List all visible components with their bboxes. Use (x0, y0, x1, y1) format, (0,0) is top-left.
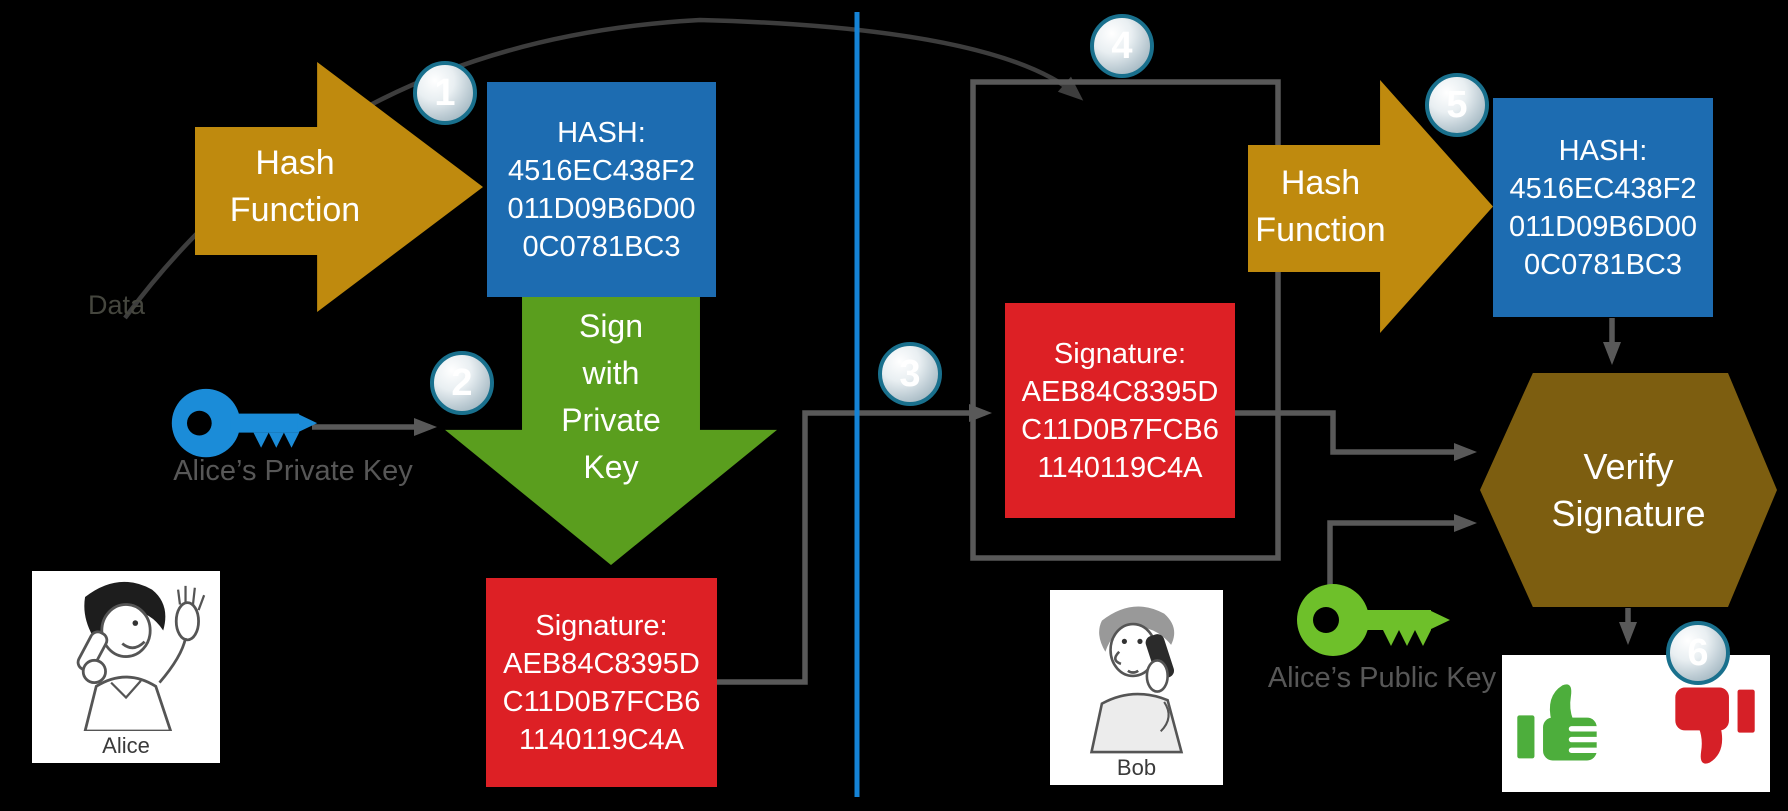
hash-function-arrow-right-line2: Function (1255, 210, 1386, 249)
signature-box-right-value-line: AEB84C8395D (1021, 375, 1219, 408)
sign-arrow-line3: Private (561, 402, 661, 438)
step-badge-5: 5 (1425, 73, 1489, 137)
data-label: Data (88, 290, 146, 320)
public-key-to-verify-arrow (1327, 514, 1477, 596)
hash-function-arrow-right-line1: Hash (1280, 163, 1361, 202)
verification-result-image (1502, 655, 1770, 792)
thumbs-down-icon (1675, 687, 1755, 764)
signature-box-right: Signature: AEB84C8395D C11D0B7FCB6 11401… (1005, 303, 1235, 518)
alice-private-key-icon (171, 388, 318, 458)
hash-box-right-value-line: 4516EC438F2 (1509, 172, 1697, 205)
signature-box-left-value-line: C11D0B7FCB6 (502, 685, 701, 718)
hash-box-right-value-line: 011D09B6D00 (1508, 210, 1698, 243)
verify-hexagon-line2: Signature (1551, 493, 1706, 534)
signature-box-right-title: Signature: (1053, 337, 1187, 370)
hash-function-arrow-left-line1: Hash (255, 144, 335, 182)
signature-box-left: Signature: AEB84C8395D C11D0B7FCB6 11401… (486, 578, 717, 787)
bob-avatar-label: Bob (1116, 755, 1157, 780)
sign-arrow-line1: Sign (578, 308, 644, 344)
signature-box-right-value-line: 1140119C4A (1037, 451, 1203, 484)
hash-box-left-value-line: 4516EC438F2 (507, 154, 696, 187)
step-badge-2: 2 (430, 351, 494, 415)
alice-private-key-label: Alice’s Private Key (173, 455, 413, 487)
step-badge-4: 4 (1090, 14, 1154, 78)
signature-box-left-value-line: 1140119C4A (518, 723, 684, 756)
thumbs-up-icon (1517, 683, 1599, 760)
step-badge-3: 3 (878, 342, 942, 406)
hash-box-left-value-line: 011D09B6D00 (507, 192, 696, 225)
signature-box-left-value-line: AEB84C8395D (503, 647, 700, 680)
signature-transfer-arrow (717, 404, 992, 685)
sign-arrow-line4: Key (583, 449, 639, 485)
hash-box-right: HASH: 4516EC438F2 011D09B6D00 0C0781BC3 (1493, 98, 1713, 317)
hash-box-right-title: HASH: (1558, 134, 1648, 167)
hash-function-arrow-left-line2: Function (229, 191, 361, 229)
bob-avatar: Bob (1050, 590, 1223, 785)
step-badge-1: 1 (413, 61, 477, 125)
verify-hexagon-line1: Verify (1583, 446, 1674, 487)
hash-box-left: HASH: 4516EC438F2 011D09B6D00 0C0781BC3 (487, 82, 716, 297)
hash-box-right-value-line: 0C0781BC3 (1524, 248, 1682, 281)
sign-arrow-line2: with (582, 355, 640, 391)
alice-public-key-label: Alice’s Public Key (1267, 662, 1497, 694)
hash-box-left-title: HASH: (557, 116, 646, 149)
step-badge-6: 6 (1666, 621, 1730, 685)
person-on-phone-sketch (1089, 606, 1184, 754)
verify-signature-hexagon: Verify Signature (1480, 373, 1777, 607)
person-on-phone-sketch (76, 581, 206, 733)
alice-avatar-label: Alice (102, 733, 150, 758)
signature-to-verify-arrow (1235, 410, 1477, 461)
signature-box-right-value-line: C11D0B7FCB6 (1021, 413, 1219, 446)
sign-with-private-key-text: Sign with Private Key (445, 303, 777, 491)
hash-box-left-value-line: 0C0781BC3 (522, 230, 681, 263)
alice-avatar: Alice (32, 571, 220, 763)
transmission-boundary-rect (970, 79, 1281, 561)
signature-box-left-title: Signature: (535, 609, 668, 642)
alice-public-key-icon (1297, 584, 1450, 656)
